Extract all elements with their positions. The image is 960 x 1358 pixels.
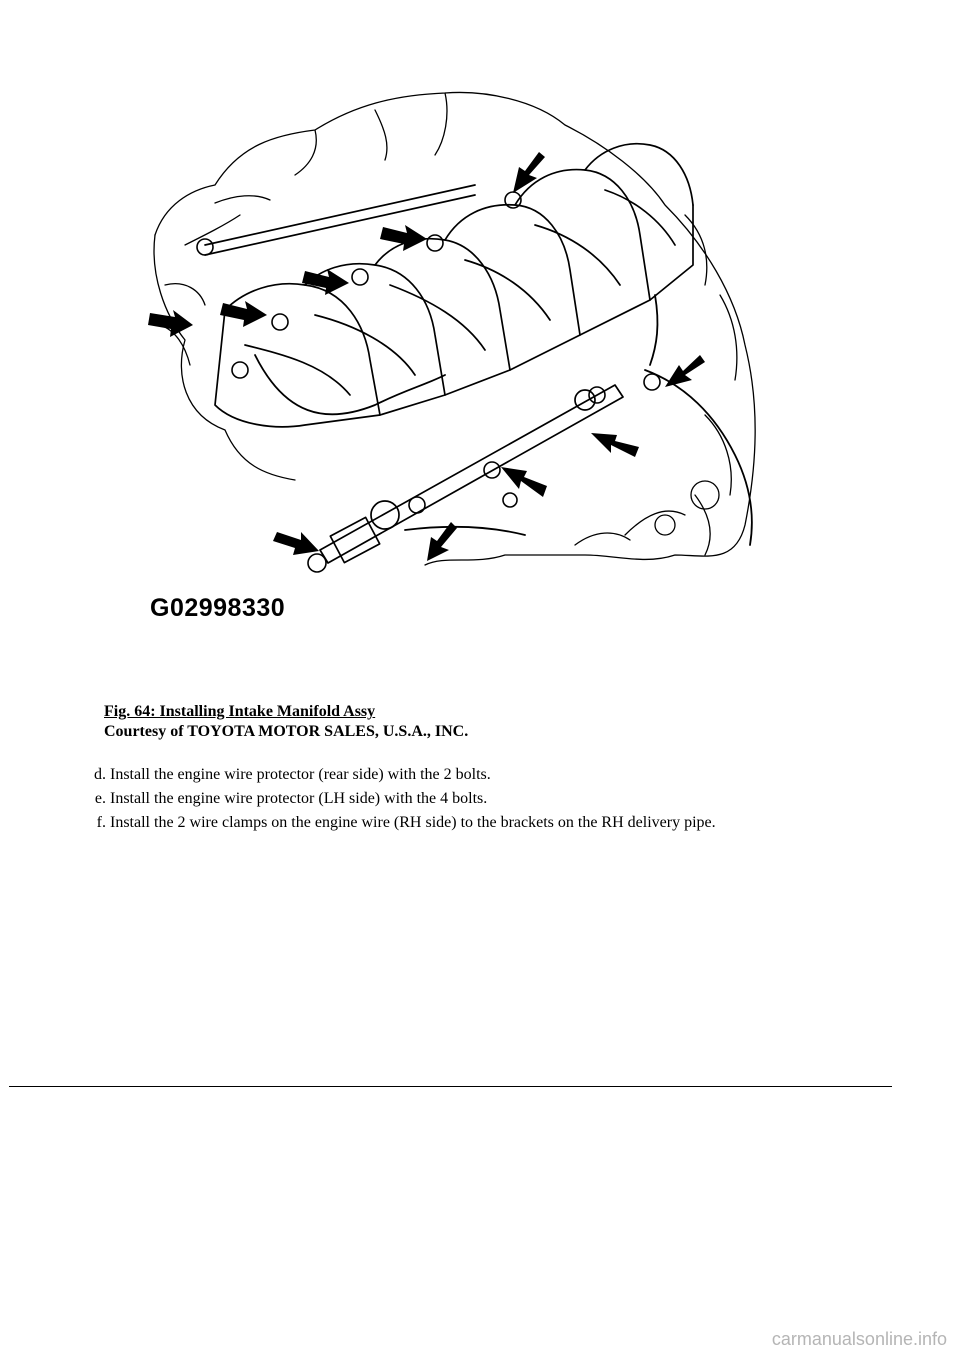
step-letter: e. (94, 790, 106, 807)
step-letter: f. (96, 814, 106, 831)
procedure-step: f. Install the 2 wire clamps on the engi… (70, 814, 930, 838)
bolts (196, 191, 661, 573)
figure-courtesy: Courtesy of TOYOTA MOTOR SALES, U.S.A., … (104, 723, 469, 740)
figure-image-label: G02998330 (150, 594, 286, 622)
hoses (254, 294, 753, 546)
step-text: Install the engine wire protector (rear … (110, 766, 491, 783)
footer-divider (9, 1086, 892, 1087)
step-text: Install the engine wire protector (LH si… (110, 790, 488, 807)
bolt-arrows (148, 152, 705, 561)
procedure-step: e. Install the engine wire protector (LH… (70, 790, 930, 814)
procedure-step: d. Install the engine wire protector (re… (70, 766, 930, 790)
engine-block-outline (153, 91, 756, 566)
step-letter: d. (94, 766, 106, 783)
figure-caption: Fig. 64: Installing Intake Manifold Assy… (104, 702, 468, 742)
step-text: Install the 2 wire clamps on the engine … (110, 814, 716, 831)
intake-runners (214, 142, 694, 428)
figure-title: Fig. 64: Installing Intake Manifold Assy (104, 703, 376, 720)
intake-manifold-illustration: G02998330 (145, 85, 770, 630)
procedure-steps: d. Install the engine wire protector (re… (70, 766, 930, 838)
site-watermark: carmanualsonline.info (771, 1329, 947, 1349)
